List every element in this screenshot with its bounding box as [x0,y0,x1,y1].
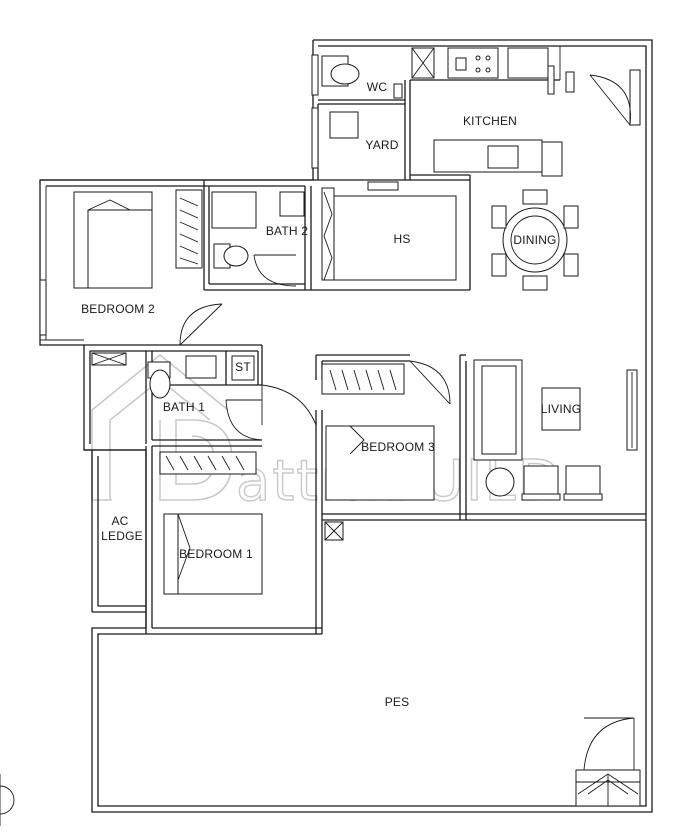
dining-table [491,189,579,291]
bedroom3-fixtures [321,363,435,501]
bath1-fixtures [91,352,255,399]
wc-fixtures [321,55,403,99]
hs-fixtures [321,181,457,281]
room-label-pes: PES [385,695,410,709]
bedroom1-fixtures [159,451,344,595]
kitchen-fixtures [433,47,563,177]
interior-walls [40,79,646,635]
living-fixtures [473,359,603,501]
room-label-bath1: BATH 1 [163,400,205,414]
room-label-bedroom3: BEDROOM 3 [361,440,435,454]
room-label-hs: HS [393,232,410,246]
room-label-bedroom1: BEDROOM 1 [179,547,253,561]
doors [179,46,635,771]
room-label-ac-ledge-2: LEDGE [101,529,143,543]
bedroom2-fixtures [73,189,203,289]
room-label-ac-ledge-1: AC [111,514,128,528]
room-label-bath2: BATH 2 [266,224,308,238]
windows [39,54,641,807]
room-label-bedroom2: BEDROOM 2 [81,302,155,316]
bath2-fixtures [211,191,305,269]
room-label-dining: DINING [513,233,556,247]
room-label-kitchen: KITCHEN [463,114,517,128]
room-label-wc: WC [367,80,388,94]
north-arrow-icon [0,774,15,826]
room-label-yard: YARD [365,138,398,152]
yard-fixtures [329,47,435,139]
room-label-st: ST [235,360,251,374]
room-label-living: LIVING [541,402,582,416]
